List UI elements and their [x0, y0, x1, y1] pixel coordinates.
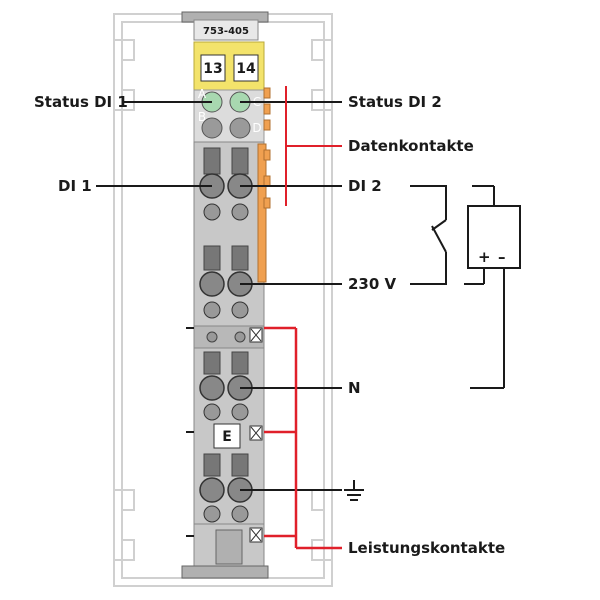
marker-14 — [233, 54, 259, 82]
label-n: N — [348, 379, 361, 397]
test-opening-n-1 — [203, 403, 221, 421]
power-supply-box — [467, 205, 521, 269]
terminal-230v-1 — [199, 271, 225, 297]
terminal-group-n — [199, 351, 253, 421]
left-ticks — [186, 327, 194, 537]
release-slot-pe-1 — [203, 453, 221, 477]
marker-14-label: 14 — [236, 61, 256, 77]
terminal-pe-1 — [199, 477, 225, 503]
release-slot-n-2 — [231, 351, 249, 375]
marker-e — [213, 423, 241, 449]
label-status-di-1: Status DI 1 — [34, 93, 128, 111]
separator-dot-1 — [206, 331, 218, 343]
label-leistungskontakte: Leistungskontakte — [348, 539, 505, 557]
release-slot-di-2 — [231, 147, 249, 175]
led-letter-b: B — [198, 110, 206, 124]
test-opening-di-2 — [231, 203, 249, 221]
test-opening-230v-1 — [203, 301, 221, 319]
bottom-latch — [181, 565, 269, 579]
test-opening-230v-2 — [231, 301, 249, 319]
label-230v: 230 V — [348, 275, 397, 293]
test-opening-pe-2 — [231, 505, 249, 523]
label-status-di-2: Status DI 2 — [348, 93, 442, 111]
part-number-plate — [193, 19, 259, 41]
led-letter-a: A — [198, 87, 207, 101]
ground-icon — [344, 480, 364, 501]
release-slot-230v-2 — [231, 245, 249, 271]
external-circuit — [410, 185, 521, 389]
supply-plus: + — [478, 248, 491, 266]
switch-icon — [410, 185, 447, 285]
part-number: 753-405 — [203, 26, 249, 37]
supply-minus: – — [498, 248, 506, 266]
marker-13 — [200, 54, 226, 82]
release-slot-n-1 — [203, 351, 221, 375]
separator-1 — [193, 325, 265, 349]
label-datenkontakte: Datenkontakte — [348, 137, 474, 155]
release-slot-di-1 — [203, 147, 221, 175]
power-contacts-bracket — [264, 326, 342, 550]
io-module: 753-405 13 14 A B C D — [181, 11, 271, 579]
test-opening-di-1 — [203, 203, 221, 221]
test-opening-pe-1 — [203, 505, 221, 523]
led-placeholder-b — [201, 117, 223, 139]
data-contacts-bracket — [285, 86, 342, 206]
led-placeholder-d — [229, 117, 251, 139]
data-contacts — [257, 87, 271, 283]
label-di-2: DI 2 — [348, 177, 382, 195]
label-di-1: DI 1 — [58, 177, 92, 195]
release-slot-230v-1 — [203, 245, 221, 271]
leader-lines — [96, 101, 342, 491]
foot-slot — [215, 529, 243, 565]
terminal-n-1 — [199, 375, 225, 401]
marker-e-label: E — [222, 429, 232, 445]
separator-dot-2 — [234, 331, 246, 343]
test-opening-n-2 — [231, 403, 249, 421]
led-letter-d: D — [252, 121, 261, 135]
marker-13-label: 13 — [203, 61, 222, 77]
release-slot-pe-2 — [231, 453, 249, 477]
